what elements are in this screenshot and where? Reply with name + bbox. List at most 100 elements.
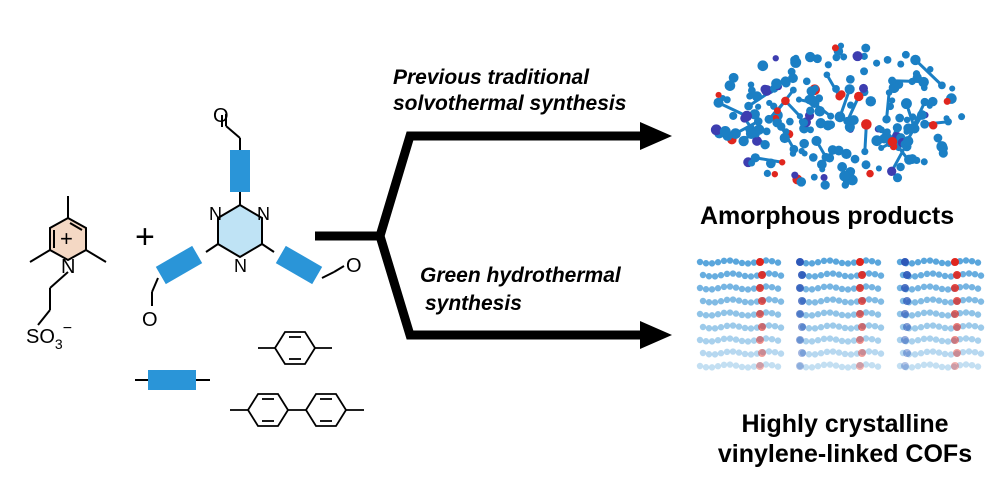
atom xyxy=(852,51,863,62)
atom xyxy=(790,55,799,64)
framework-atom xyxy=(699,271,707,279)
framework-node xyxy=(756,284,764,292)
atom xyxy=(789,150,797,157)
atom xyxy=(904,154,915,165)
atom xyxy=(887,136,898,147)
pyridinium-charge: + xyxy=(60,226,73,251)
framework-atom xyxy=(705,299,713,306)
framework-atom xyxy=(974,259,982,266)
framework-atom xyxy=(844,286,852,293)
framework-atom xyxy=(826,283,834,290)
framework-atom xyxy=(877,324,885,331)
framework-atom xyxy=(762,335,770,342)
framework-atom xyxy=(826,257,834,264)
framework-node xyxy=(758,323,766,331)
framework-node xyxy=(756,362,764,370)
atom xyxy=(882,115,891,124)
atom xyxy=(771,78,782,90)
framework-atom xyxy=(941,324,949,332)
framework-node xyxy=(858,323,866,331)
atom xyxy=(896,162,905,172)
atom xyxy=(827,112,835,120)
framework-atom xyxy=(799,349,807,357)
framework-atom xyxy=(920,283,928,291)
framework-atom xyxy=(841,350,849,358)
framework-atom xyxy=(920,361,928,369)
framework-atom xyxy=(935,349,943,356)
framework-atom xyxy=(974,337,982,344)
framework-atom xyxy=(805,351,813,358)
framework-atom xyxy=(962,361,970,368)
framework-node xyxy=(856,362,864,370)
pyridinium-nitrogen: N xyxy=(61,256,75,278)
framework-atom xyxy=(850,259,858,266)
framework-atom xyxy=(908,364,916,371)
framework-atom xyxy=(838,259,846,267)
atom xyxy=(746,92,754,100)
framework-atom xyxy=(929,322,937,329)
atom xyxy=(860,67,869,76)
framework-atom xyxy=(938,311,946,319)
framework-atom xyxy=(720,309,728,317)
aldehyde-o-top: O xyxy=(213,105,229,127)
framework-atom xyxy=(774,337,782,344)
atom xyxy=(757,60,769,72)
framework-atom xyxy=(808,364,816,371)
framework-atom xyxy=(838,285,846,293)
framework-atom xyxy=(774,311,782,318)
atom xyxy=(819,166,826,173)
framework-atom xyxy=(814,363,822,370)
framework-node xyxy=(901,284,909,292)
framework-atom xyxy=(929,270,937,277)
framework-atom xyxy=(808,260,816,267)
atom xyxy=(713,97,724,108)
framework-atom xyxy=(941,350,949,358)
framework-atom xyxy=(802,286,810,293)
framework-atom xyxy=(699,323,707,331)
atom xyxy=(752,136,762,146)
framework-atom xyxy=(865,348,873,355)
atom xyxy=(749,109,760,120)
framework-atom xyxy=(738,337,746,345)
framework-atom xyxy=(856,361,864,369)
framework-atom xyxy=(908,286,916,293)
framework-atom xyxy=(747,273,755,280)
atom xyxy=(811,135,822,147)
atom xyxy=(710,124,722,136)
triazine-n-top-left: N xyxy=(209,204,222,224)
atom xyxy=(912,72,922,83)
framework-atom xyxy=(747,351,755,358)
framework-atom xyxy=(738,311,746,319)
atom xyxy=(883,56,892,64)
framework-atom xyxy=(847,273,855,280)
framework-atom xyxy=(726,309,734,316)
framework-atom xyxy=(811,299,819,306)
atom xyxy=(715,91,722,99)
framework-atom xyxy=(868,283,876,291)
framework-atom xyxy=(808,338,816,345)
framework-atom xyxy=(756,361,764,369)
atom xyxy=(747,86,756,95)
crystalline-label-line2: vinylene-linked COFs xyxy=(717,440,973,468)
framework-atom xyxy=(911,325,919,332)
framework-atom xyxy=(762,257,770,264)
framework-atom xyxy=(762,309,770,316)
framework-atom xyxy=(823,296,831,304)
framework-atom xyxy=(720,283,728,291)
atom xyxy=(888,82,900,94)
framework-atom xyxy=(768,257,776,265)
crystalline-cof-image xyxy=(696,257,985,371)
framework-atom xyxy=(802,338,810,345)
framework-node xyxy=(903,271,911,279)
atom xyxy=(838,115,845,122)
framework-atom xyxy=(805,325,813,332)
framework-atom xyxy=(714,285,722,292)
atom xyxy=(845,74,855,84)
framework-atom xyxy=(741,350,749,358)
atom xyxy=(841,148,852,160)
framework-atom xyxy=(802,260,810,267)
atom xyxy=(873,59,881,67)
framework-atom xyxy=(720,361,728,369)
atom xyxy=(754,103,762,110)
framework-atom xyxy=(914,285,922,292)
